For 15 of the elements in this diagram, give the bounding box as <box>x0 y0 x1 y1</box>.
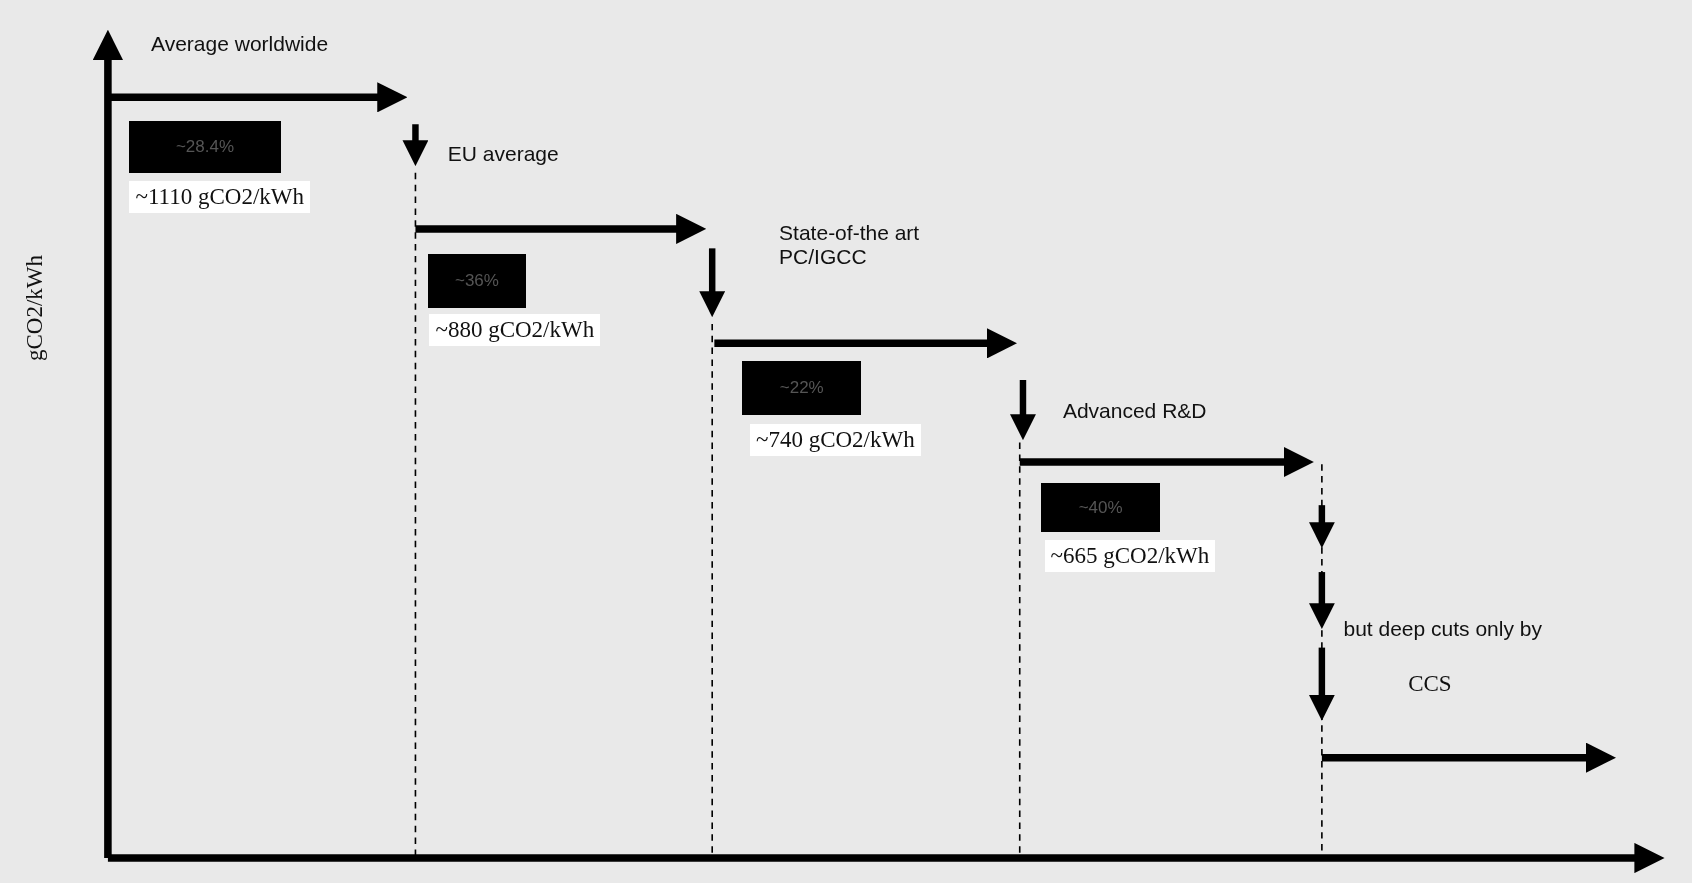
percentage-label: ~36% <box>428 253 526 308</box>
value-label: ~1110 gCO2/kWh <box>129 181 311 214</box>
percentage-label: ~28.4% <box>129 120 281 173</box>
step-label: Average worldwide <box>151 32 329 57</box>
value-label: ~665 gCO2/kWh <box>1044 539 1216 572</box>
step-label: State-of-the art PC/IGCC <box>779 221 921 270</box>
value-label: ~740 gCO2/kWh <box>749 424 921 457</box>
percentage-label: ~40% <box>1041 483 1160 532</box>
value-label: ~880 gCO2/kWh <box>429 314 601 346</box>
step-label: CCS <box>1408 671 1452 698</box>
step-label: EU average <box>447 142 559 167</box>
percentage-label: ~22% <box>742 361 862 416</box>
note-text: but deep cuts only by <box>1343 617 1542 642</box>
axis-title: gCO2/kWh <box>21 255 48 362</box>
step-label: Advanced R&D <box>1062 399 1207 424</box>
